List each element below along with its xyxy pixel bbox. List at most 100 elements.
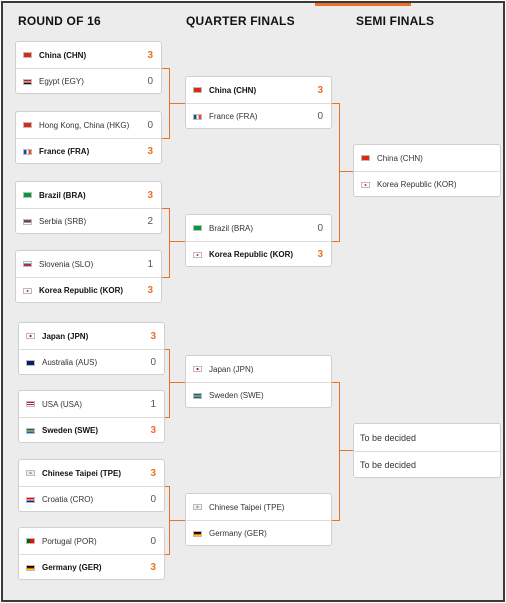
team-name: Hong Kong, China (HKG) [39, 120, 130, 130]
connector-line [162, 277, 169, 278]
team-name: Croatia (CRO) [42, 495, 94, 504]
connector-line [169, 208, 170, 278]
team-name: Egypt (EGY) [39, 77, 84, 86]
team-score: 3 [317, 84, 323, 96]
flag-slo-icon [23, 261, 32, 267]
team-row-srb[interactable]: Serbia (SRB)2 [16, 208, 161, 234]
team-name: Japan (JPN) [42, 331, 89, 341]
flag-usa-icon [26, 401, 35, 407]
flag-aus-icon [26, 359, 35, 366]
team-row-kor[interactable]: Korea Republic (KOR)3 [186, 241, 331, 267]
team-row-kor[interactable]: Korea Republic (KOR) [354, 171, 500, 197]
team-name: Korea Republic (KOR) [39, 286, 124, 295]
team-score: 0 [150, 357, 156, 368]
team-name: Sweden (SWE) [42, 426, 99, 435]
team-row-usa[interactable]: USA (USA)1 [19, 391, 164, 417]
team-row-slo[interactable]: Slovenia (SLO) 1 [16, 251, 161, 277]
team-row-swe[interactable]: Sweden (SWE) [186, 382, 331, 408]
flag-swe-icon [193, 392, 202, 399]
team-row-ger[interactable]: Germany (GER)3 [19, 554, 164, 580]
team-name: France (FRA) [209, 112, 258, 121]
team-name: Chinese Taipei (TPE) [209, 502, 285, 512]
team-row-bra[interactable]: Brazil (BRA) 3 [16, 182, 161, 208]
flag-chn-icon [193, 87, 202, 93]
top-accent-bar [315, 3, 411, 6]
connector-line [332, 382, 339, 383]
team-row-tpe[interactable]: Chinese Taipei (TPE)3 [19, 460, 164, 486]
team-row-chn[interactable]: China (CHN) [354, 145, 500, 171]
team-score: 0 [150, 535, 156, 547]
flag-chn-icon [23, 52, 32, 58]
flag-egy-icon [23, 78, 32, 85]
team-row-jpn[interactable]: Japan (JPN) [186, 356, 331, 382]
team-name: USA (USA) [42, 399, 83, 409]
team-name: Portugal (POR) [42, 536, 97, 546]
team-score: 3 [150, 562, 156, 573]
team-score: 0 [317, 111, 323, 122]
connector-line [165, 486, 169, 487]
connector-line [332, 241, 339, 242]
connector-line [339, 382, 340, 521]
team-row-bra[interactable]: Brazil (BRA)0 [186, 215, 331, 241]
team-score: 0 [147, 76, 153, 87]
team-name: China (CHN) [39, 50, 87, 60]
quarter-final-match-3[interactable]: Japan (JPN)Sweden (SWE) [185, 355, 332, 408]
semi-final-match-1[interactable]: China (CHN) Korea Republic (KOR) [353, 144, 501, 197]
team-row-fra[interactable]: France (FRA)3 [16, 138, 161, 164]
connector-line [339, 171, 353, 172]
team-score: 1 [147, 258, 153, 270]
flag-fra-icon [193, 113, 202, 120]
flag-cro-icon [26, 496, 35, 503]
connector-line [165, 417, 169, 418]
team-row-hkg[interactable]: Hong Kong, China (HKG)0 [16, 112, 161, 138]
team-name: Brazil (BRA) [39, 190, 86, 200]
flag-fra-icon [23, 148, 32, 155]
team-score: 3 [147, 189, 153, 201]
team-name: Slovenia (SLO) [39, 259, 94, 269]
team-score: 3 [147, 285, 153, 296]
quarter-final-match-4[interactable]: Chinese Taipei (TPE) Germany (GER) [185, 493, 332, 546]
connector-line [332, 520, 339, 521]
team-row-chn[interactable]: China (CHN)3 [186, 77, 331, 103]
team-row-ger[interactable]: Germany (GER) [186, 520, 331, 546]
flag-ger-icon [193, 530, 202, 537]
flag-tpe-icon [26, 470, 35, 476]
connector-line [162, 208, 169, 209]
team-row-por[interactable]: Portugal (POR) 0 [19, 528, 164, 554]
team-row-jpn[interactable]: Japan (JPN)3 [19, 323, 164, 349]
team-row-cro[interactable]: Croatia (CRO) 0 [19, 486, 164, 512]
team-score: 0 [150, 494, 156, 505]
flag-jpn-icon [26, 333, 35, 339]
team-score: 2 [147, 216, 153, 227]
team-row-kor[interactable]: Korea Republic (KOR) 3 [16, 277, 161, 303]
flag-kor-icon [361, 181, 370, 188]
team-name: Korea Republic (KOR) [377, 180, 457, 189]
team-row-tpe[interactable]: Chinese Taipei (TPE) [186, 494, 331, 520]
team-row-swe[interactable]: Sweden (SWE) 3 [19, 417, 164, 443]
team-row-aus[interactable]: Australia (AUS) 0 [19, 349, 164, 375]
connector-line [339, 450, 353, 451]
connector-line [165, 554, 169, 555]
connector-line [165, 349, 169, 350]
team-row-chn[interactable]: China (CHN)3 [16, 42, 161, 68]
team-row-fra[interactable]: France (FRA) 0 [186, 103, 331, 129]
flag-por-icon [26, 538, 35, 544]
team-score: 3 [150, 467, 156, 479]
team-name: Australia (AUS) [42, 358, 98, 367]
connector-line [169, 241, 185, 242]
team-score: 3 [150, 425, 156, 436]
team-row-egy[interactable]: Egypt (EGY) 0 [16, 68, 161, 94]
team-score: 0 [317, 222, 323, 234]
